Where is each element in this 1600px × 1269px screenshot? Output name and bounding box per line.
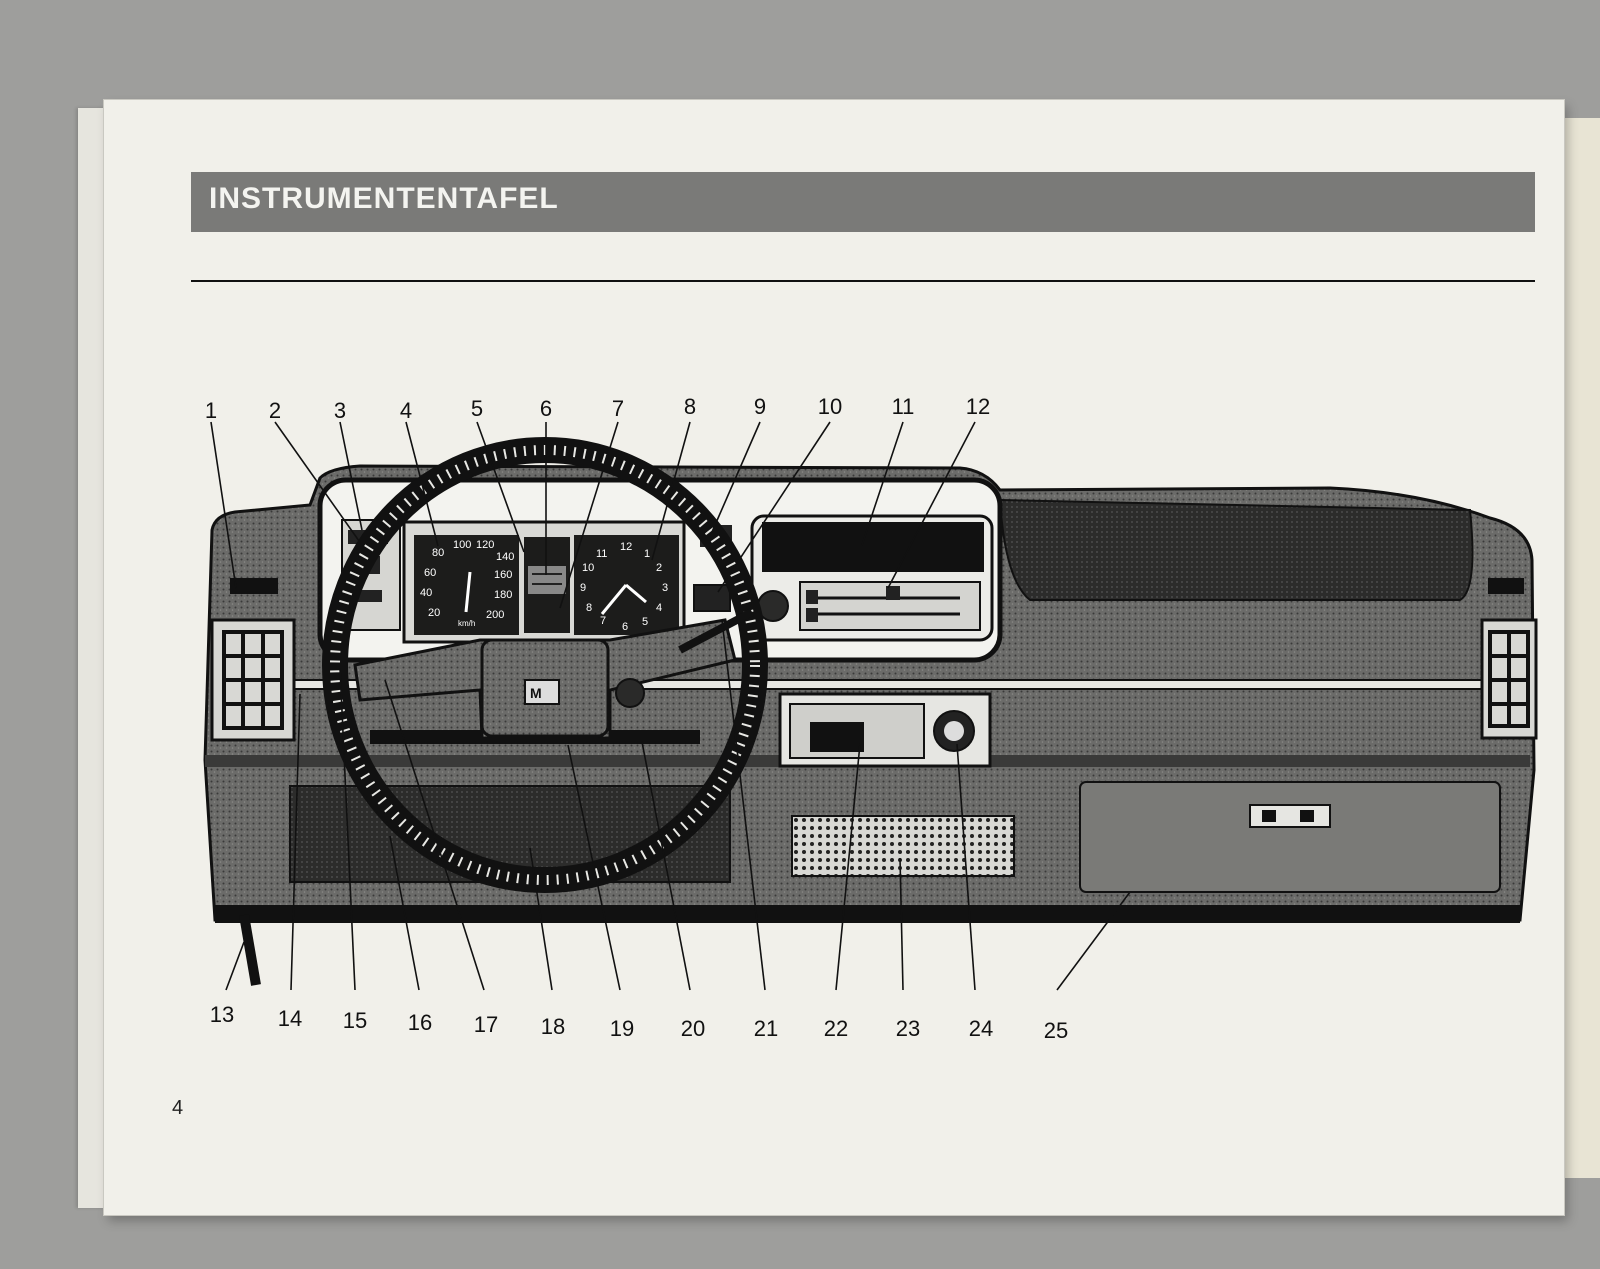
callout-13: 13 <box>209 1002 235 1027</box>
callout-3: 3 <box>333 398 347 423</box>
bonnet-release-lever <box>239 914 261 986</box>
clock-numeral-3: 3 <box>662 582 668 594</box>
callout-1: 1 <box>204 398 218 423</box>
clock-numeral-9: 9 <box>580 582 586 594</box>
callout-25: 25 <box>1043 1018 1069 1043</box>
callout-2: 2 <box>268 398 282 423</box>
callout-16: 16 <box>407 1010 433 1035</box>
speedo-tick-100: 100 <box>453 539 471 551</box>
callout-18: 18 <box>540 1014 566 1039</box>
callout-22: 22 <box>823 1016 849 1041</box>
callout-5: 5 <box>470 396 484 421</box>
speedo-unit: km/h <box>458 619 475 628</box>
speedo-tick-60: 60 <box>424 567 436 579</box>
callout-8: 8 <box>683 394 697 419</box>
steering-wheel: M <box>322 437 768 893</box>
callout-12: 12 <box>965 394 991 419</box>
callout-23: 23 <box>895 1016 921 1041</box>
fuel-temp-gauge <box>528 566 566 594</box>
clock-numeral-5: 5 <box>642 616 648 628</box>
clock-numeral-11: 11 <box>596 548 607 560</box>
leader-lines-top <box>210 421 976 609</box>
callout-17: 17 <box>473 1012 499 1037</box>
clock-numeral-1: 1 <box>644 548 650 560</box>
callout-4: 4 <box>399 398 413 423</box>
leader-lines-bottom <box>225 619 1131 991</box>
clock-numeral-4: 4 <box>656 602 662 614</box>
left-air-vent <box>210 578 296 742</box>
section-title: INSTRUMENTENTAFEL <box>209 182 559 215</box>
callout-7: 7 <box>611 396 625 421</box>
right-air-vent <box>1480 578 1538 740</box>
callout-14: 14 <box>277 1006 303 1031</box>
svg-text:M: M <box>530 685 542 701</box>
callout-6: 6 <box>539 396 553 421</box>
clock: 12 1 2 3 4 5 6 7 8 9 10 11 <box>580 541 668 633</box>
clock-numeral-2: 2 <box>656 562 662 574</box>
speedo-tick-180: 180 <box>494 589 512 601</box>
callout-9: 9 <box>753 394 767 419</box>
clock-numeral-8: 8 <box>586 602 592 614</box>
callout-19: 19 <box>609 1016 635 1041</box>
header-rule <box>191 280 1535 282</box>
speedo-tick-40: 40 <box>420 587 432 599</box>
speedo-tick-80: 80 <box>432 547 444 559</box>
page-number: 4 <box>172 1097 184 1119</box>
callout-10: 10 <box>817 394 843 419</box>
clock-numeral-12: 12 <box>620 541 632 553</box>
center-console <box>778 692 1015 877</box>
callout-11: 11 <box>891 394 915 419</box>
page-edge <box>78 108 108 1208</box>
clock-numeral-10: 10 <box>582 562 594 574</box>
clock-numeral-6: 6 <box>622 621 628 633</box>
speedo-tick-20: 20 <box>428 607 440 619</box>
callout-20: 20 <box>680 1016 706 1041</box>
section-header: INSTRUMENTENTAFEL <box>191 172 1535 232</box>
speedo-tick-200: 200 <box>486 609 504 621</box>
clock-numeral-7: 7 <box>600 615 606 627</box>
speedo-tick-140: 140 <box>496 551 514 563</box>
callout-24: 24 <box>968 1016 994 1041</box>
speedo-tick-120: 120 <box>476 539 494 551</box>
glove-box <box>1079 781 1501 893</box>
callout-15: 15 <box>342 1008 368 1033</box>
callout-21: 21 <box>753 1016 779 1041</box>
speedometer: 80 100 120 140 60 40 20 160 180 200 km/h <box>420 539 514 628</box>
speedo-tick-160: 160 <box>494 569 512 581</box>
